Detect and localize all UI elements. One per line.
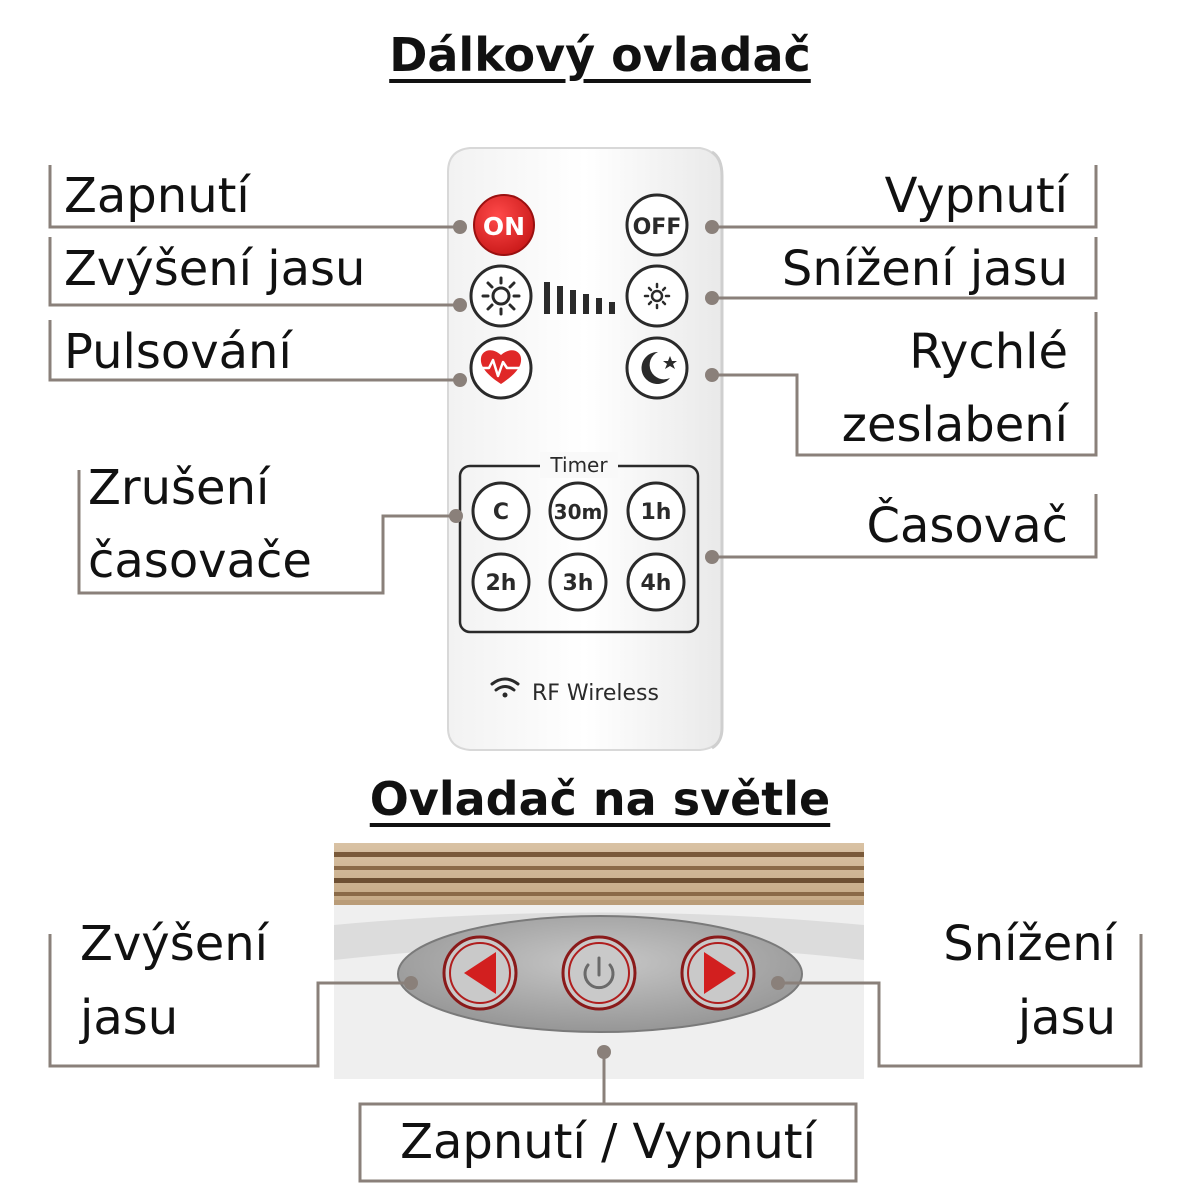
remote-section-title: Dálkový ovladač [389,28,811,82]
heart-pulse-icon [480,350,522,384]
brightness-up-button[interactable] [469,264,533,328]
brand-label: RF Wireless [532,681,659,706]
arrow-left-icon [464,952,496,994]
light-left-button[interactable] [442,935,518,1011]
timer-button-label: 4h [641,571,672,596]
timer-button-label: 3h [563,571,594,596]
label-light-power: Zapnutí / Vypnutí [400,1114,816,1170]
timer-group: Timer [458,452,700,634]
on-button-label: ON [483,212,525,241]
timer-button-4h[interactable]: 4h [626,552,686,612]
brightness-level-icon [544,282,615,314]
callout-lines-remote [48,165,1098,595]
wood-board [334,843,864,905]
wifi-icon [490,677,520,698]
label-cancel-timer-line1: Zrušení [88,460,270,516]
light-right-button[interactable] [680,935,756,1011]
timer-group-title: Timer [549,453,608,477]
on-button[interactable]: ON [473,194,535,256]
timer-button-label: 1h [641,500,672,525]
pulse-button[interactable] [469,336,533,400]
off-button[interactable]: OFF [625,193,689,257]
timer-button-2h[interactable]: 2h [471,552,531,612]
label-light-brightness-up-line2: jasu [80,990,179,1046]
label-timer: Časovač [866,498,1068,554]
label-pulse: Pulsování [64,324,292,380]
timer-button-30m[interactable]: 30m [548,481,608,541]
label-brightness-up: Zvýšení jasu [64,241,366,297]
light-controller [334,843,864,1079]
arrow-right-icon [704,952,736,994]
label-light-brightness-down-line1: Snížení [943,916,1116,972]
light-power-button[interactable] [561,935,637,1011]
timer-button-label: 30m [554,500,603,524]
callout-lines-light [48,934,1143,1183]
off-button-label: OFF [633,215,682,240]
label-fade-line1: Rychlé [909,324,1068,380]
light-section-title: Ovladač na světle [369,772,831,826]
moon-star-icon [641,351,677,384]
label-off: Vypnutí [884,168,1068,224]
sun-large-icon [481,276,521,316]
sun-small-icon [643,282,671,310]
fade-button[interactable] [625,336,689,400]
timer-button-label: C [493,500,509,525]
timer-button-1h[interactable]: 1h [626,481,686,541]
power-icon [583,956,615,990]
label-cancel-timer-line2: časovače [88,533,312,589]
timer-button-c[interactable]: C [471,481,531,541]
label-fade-line2: zeslabení [841,397,1068,453]
label-light-brightness-up-line1: Zvýšení [80,916,268,972]
brightness-down-button[interactable] [625,264,689,328]
label-on: Zapnutí [64,168,250,224]
timer-button-3h[interactable]: 3h [548,552,608,612]
label-brightness-down: Snížení jasu [781,241,1068,297]
timer-button-label: 2h [486,571,517,596]
label-light-brightness-down-line2: jasu [1017,990,1116,1046]
